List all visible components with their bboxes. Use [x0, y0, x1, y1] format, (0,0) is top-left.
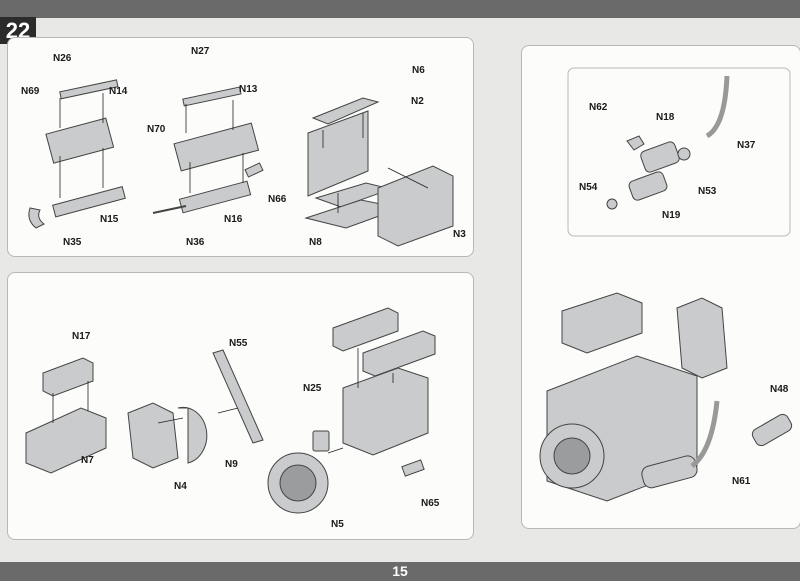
label-n6: N6 — [412, 65, 425, 76]
panel-subassembly-top: N26 N27 N69 N14 N13 N70 N6 N2 N15 N16 N6… — [7, 37, 474, 257]
label-n69: N69 — [21, 86, 40, 97]
label-n7: N7 — [81, 455, 94, 466]
label-n13: N13 — [239, 84, 258, 95]
label-n9: N9 — [225, 459, 238, 470]
label-n4: N4 — [174, 481, 187, 492]
parts-drawing-final — [539, 67, 793, 502]
parts-drawing-top — [28, 79, 454, 247]
parts-drawing-block — [25, 307, 436, 514]
label-n25: N25 — [303, 383, 322, 394]
bottom-bar — [0, 562, 800, 581]
label-n19: N19 — [662, 210, 681, 221]
label-n15: N15 — [100, 214, 119, 225]
label-n55: N55 — [229, 338, 248, 349]
label-n16: N16 — [224, 214, 243, 225]
panel-engine-block: N17 N55 N25 N7 N9 N4 N65 N5 — [7, 272, 474, 540]
label-n27: N27 — [191, 46, 210, 57]
label-n66: N66 — [268, 194, 287, 205]
label-n48: N48 — [770, 384, 789, 395]
label-n37: N37 — [737, 140, 756, 151]
label-n54: N54 — [579, 182, 598, 193]
label-n62: N62 — [589, 102, 608, 113]
label-n70: N70 — [147, 124, 166, 135]
label-n14: N14 — [109, 86, 128, 97]
label-n65: N65 — [421, 498, 440, 509]
label-n18: N18 — [656, 112, 675, 123]
step-number: 22 — [0, 17, 36, 44]
top-bar — [0, 0, 800, 18]
panel-final-assembly: N62 N18 N37 N54 N53 N19 N48 N61 — [521, 45, 800, 529]
page-number: 15 — [392, 563, 408, 579]
label-n2: N2 — [411, 96, 424, 107]
label-n61: N61 — [732, 476, 751, 487]
label-n26: N26 — [53, 53, 72, 64]
label-n8: N8 — [309, 237, 322, 248]
label-n3: N3 — [453, 229, 466, 240]
label-n53: N53 — [698, 186, 717, 197]
label-n5: N5 — [331, 519, 344, 530]
label-n35: N35 — [63, 237, 82, 248]
label-n17: N17 — [72, 331, 91, 342]
label-n36: N36 — [186, 237, 205, 248]
